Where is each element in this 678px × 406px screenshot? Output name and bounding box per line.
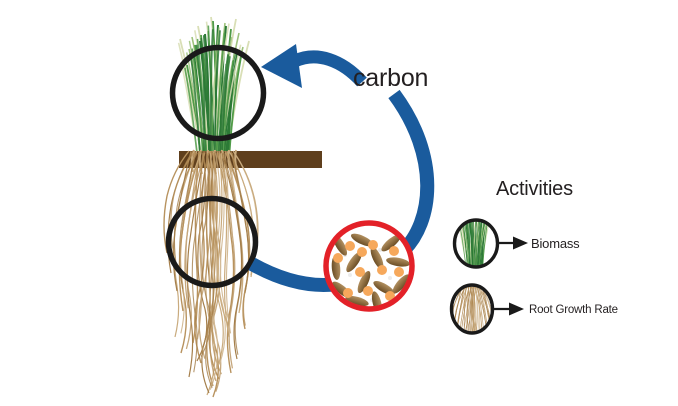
microbe-dots bbox=[333, 240, 404, 301]
root-highlight-circle bbox=[165, 195, 259, 289]
carbon-arrowhead-icon bbox=[261, 44, 302, 88]
legend-title: Activities bbox=[496, 178, 573, 200]
soil-microbes-icon bbox=[323, 220, 415, 312]
root-mass-icon bbox=[163, 149, 259, 398]
legend-arrow-root-growth-rate bbox=[491, 302, 524, 316]
legend-arrow-biomass bbox=[496, 236, 528, 250]
legend-item-root-growth-rate bbox=[449, 283, 524, 335]
seed-shapes bbox=[331, 233, 410, 307]
microbe-circle-outline bbox=[323, 220, 415, 312]
legend-item-biomass bbox=[452, 218, 528, 269]
carbon-flow-label: carbon bbox=[353, 64, 429, 92]
shoot-highlight-circle bbox=[169, 44, 267, 142]
legend-label-root-growth-rate: Root Growth Rate bbox=[529, 304, 618, 316]
carbon-cycle-arc-top bbox=[292, 50, 367, 87]
legend-label-biomass: Biomass bbox=[531, 236, 580, 251]
